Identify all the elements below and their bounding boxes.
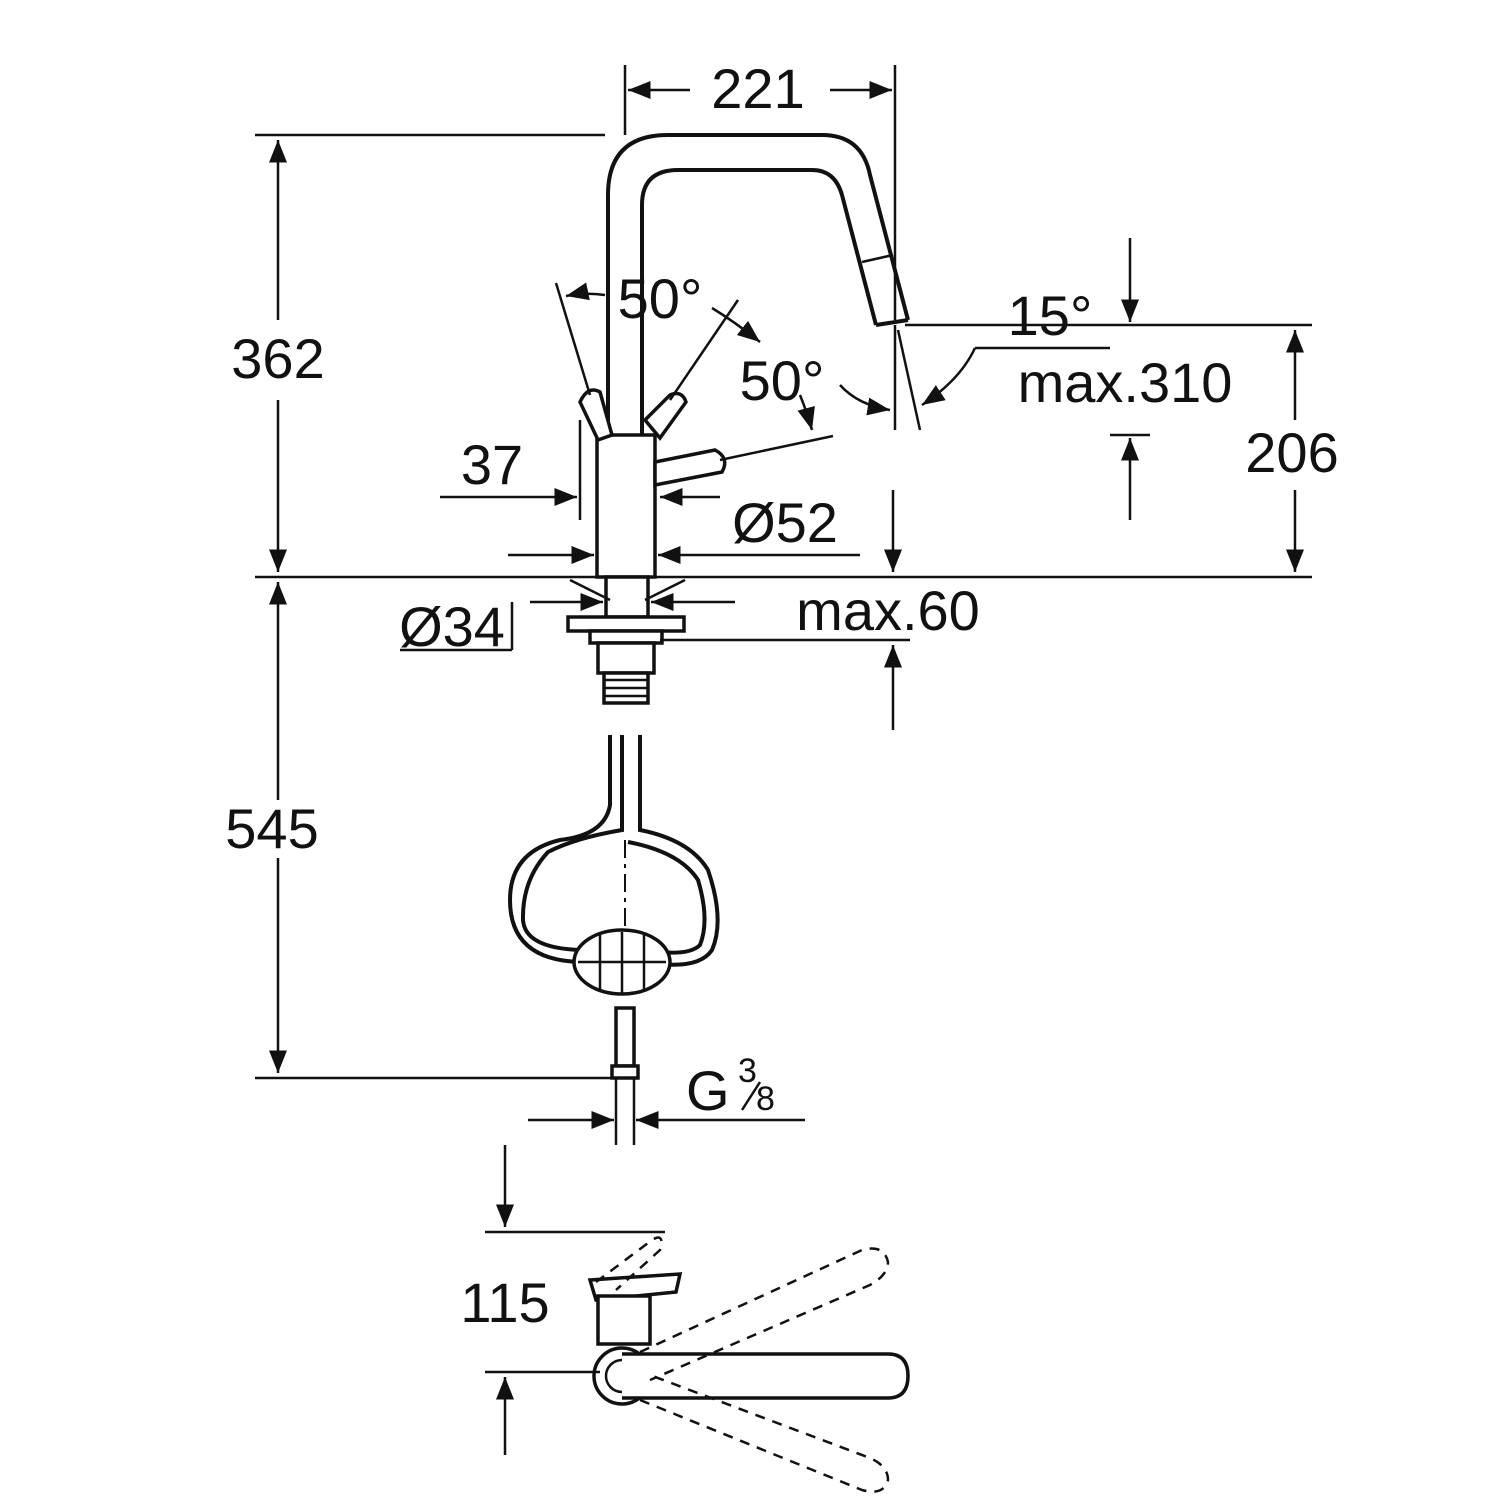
dim-connection-thread: G 3 8 <box>686 1052 775 1122</box>
dim-max-deck-thickness: max.60 <box>796 579 980 642</box>
dim-outlet-height: 206 <box>1245 421 1338 484</box>
dim-shank-diameter: Ø34 <box>399 595 505 658</box>
svg-text:3: 3 <box>738 1052 757 1090</box>
dim-lever-swing-side: 50° <box>740 349 825 412</box>
mounting-assembly <box>566 575 686 705</box>
faucet-plan-view <box>587 1236 910 1493</box>
dim-pullout-length: max.310 <box>1018 351 1233 414</box>
dim-spout-reach: 221 <box>711 57 804 120</box>
svg-text:G: G <box>686 1059 730 1122</box>
dim-plan-view: 115 <box>460 1271 549 1334</box>
svg-text:8: 8 <box>756 1080 775 1118</box>
faucet-side-view <box>554 133 910 579</box>
dim-lever-swing-top: 50° <box>618 267 703 330</box>
dim-base-diameter: Ø52 <box>732 491 838 554</box>
dim-lever-offset: 37 <box>461 433 523 496</box>
dim-hose-length: 545 <box>225 797 318 860</box>
dim-spray-angle: 15° <box>1008 284 1093 347</box>
pullout-hose <box>507 735 720 1145</box>
dim-height-above-deck: 362 <box>231 327 324 390</box>
